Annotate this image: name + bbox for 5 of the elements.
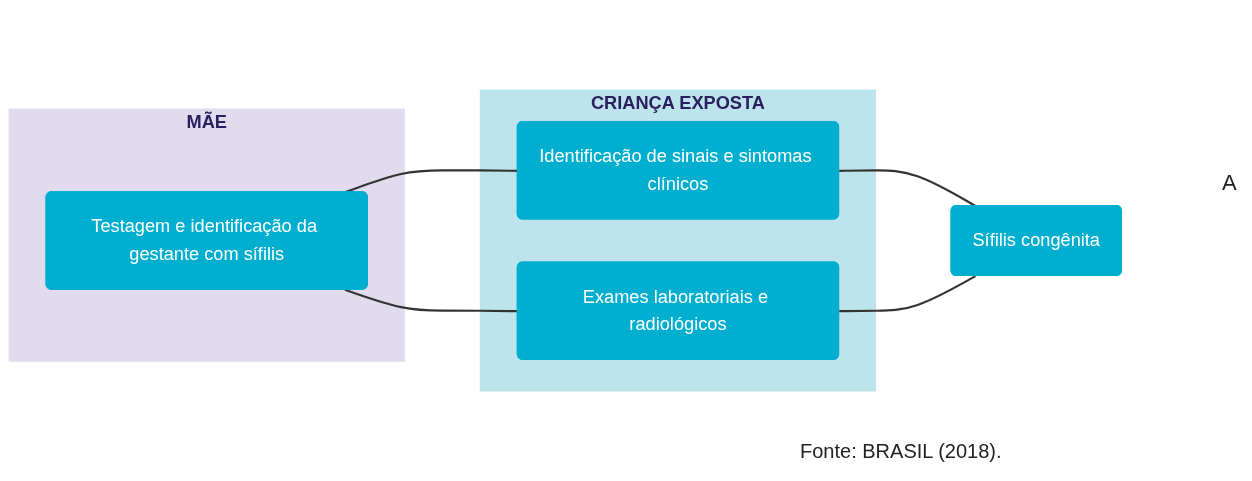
source-caption: Fonte: BRASIL (2018).	[800, 440, 1002, 463]
connector	[839, 275, 976, 313]
panel-letter: A	[1222, 170, 1237, 195]
connector	[839, 169, 976, 207]
connector	[344, 288, 518, 313]
